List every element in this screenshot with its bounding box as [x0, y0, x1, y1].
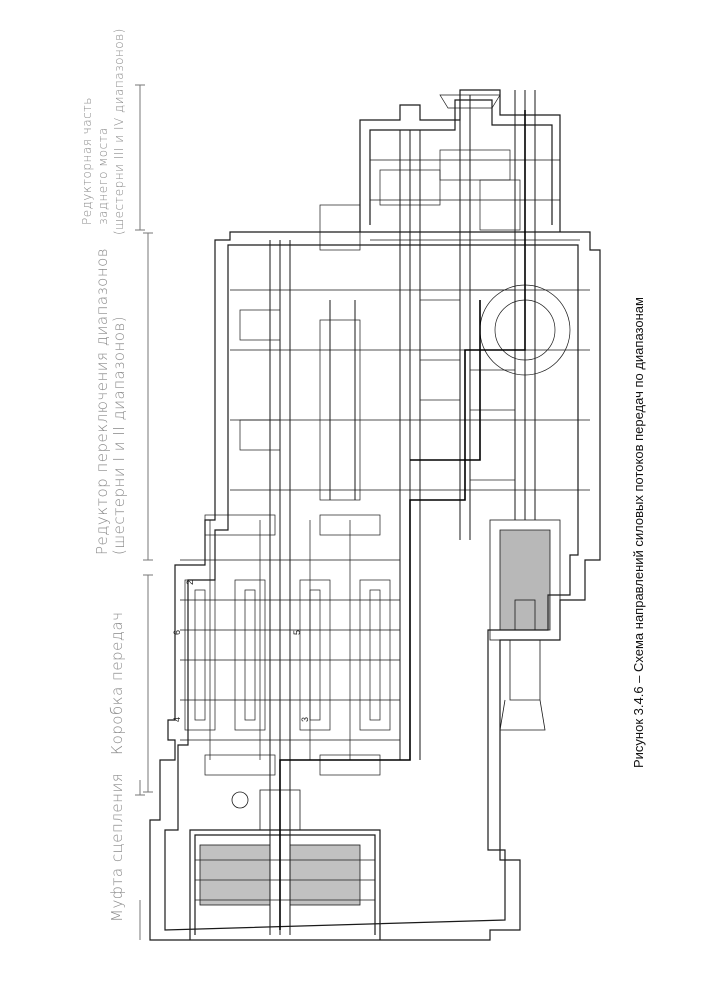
- figure-caption: Рисунок 3.4.6 – Схема направлений силовы…: [631, 297, 646, 768]
- section-label-range-reducer: Редуктор переключения диапазонов: [93, 247, 111, 555]
- rear-axle-internals: [319, 94, 580, 251]
- main-shafts: [269, 90, 536, 935]
- callout-6: 6: [172, 629, 182, 635]
- callout-2: 2: [185, 579, 195, 585]
- section-label-rear-axle-2: заднего моста: [96, 127, 110, 225]
- callout-4: 4: [172, 716, 182, 722]
- power-flow-lines: [279, 110, 526, 930]
- callout-5: 5: [292, 629, 302, 635]
- output-assembly: [489, 519, 561, 731]
- section-label-gearbox: Коробка передач: [108, 611, 126, 755]
- gearbox-gear-packs: [180, 514, 400, 776]
- section-label-clutch: Муфта сцепления: [108, 772, 126, 922]
- section-label-range-reducer-gears: (шестерни I и II диапазонов): [110, 315, 128, 555]
- callout-3: 3: [300, 716, 310, 722]
- section-brackets: [135, 84, 153, 940]
- clutch-assembly: [195, 789, 375, 906]
- section-label-rear-axle-1: Редукторная часть: [80, 97, 94, 225]
- section-label-rear-axle-3: (шестерни III и IV диапазонов): [112, 28, 126, 235]
